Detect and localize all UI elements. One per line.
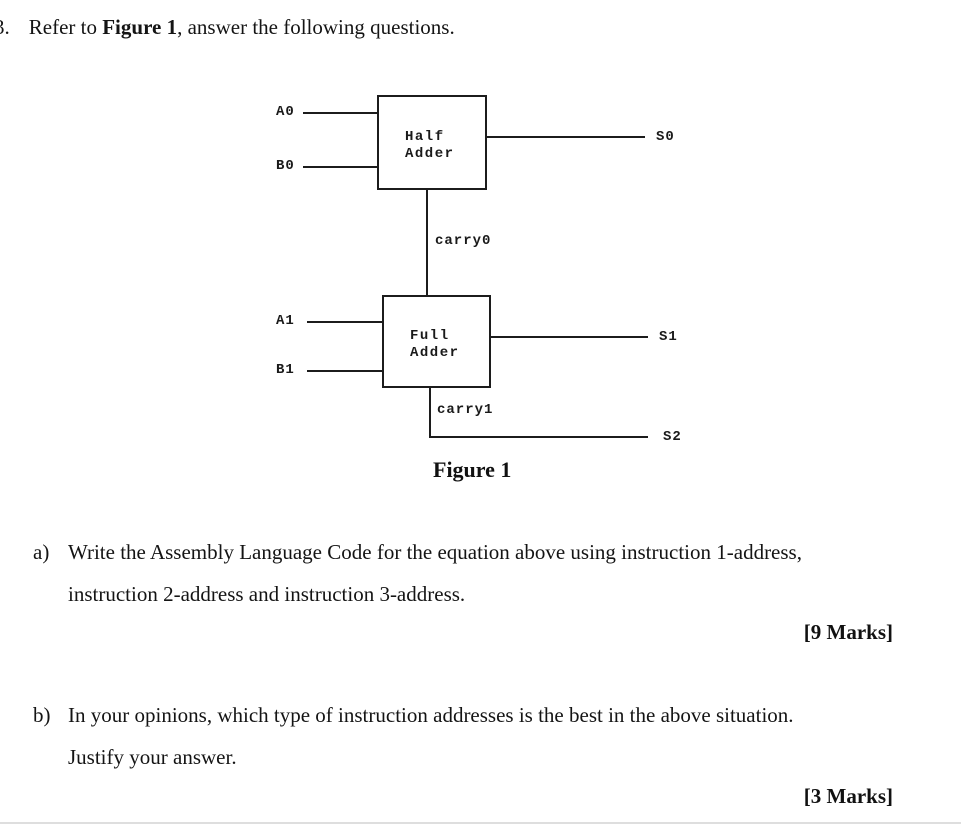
question-b-line-2: Justify your answer. — [68, 745, 237, 769]
question-a-marks: [9 Marks] — [803, 620, 893, 644]
half-adder-label: Half Adder — [405, 128, 455, 162]
wire-carry1 — [429, 388, 431, 438]
question-b-label: b) — [33, 703, 51, 727]
label-s1: S1 — [659, 329, 678, 345]
label-b1: B1 — [276, 362, 295, 378]
wire-a0 — [303, 112, 377, 114]
question-a-line-2: instruction 2-address and instruction 3-… — [68, 582, 466, 606]
label-a0: A0 — [276, 104, 295, 120]
label-b0: B0 — [276, 158, 295, 174]
header-text-before: Refer to — [28, 15, 103, 39]
label-a1: A1 — [276, 313, 295, 329]
page-edge-artifact — [0, 822, 961, 824]
question-a-line-1: Write the Assembly Language Code for the… — [68, 540, 802, 564]
wire-carry0 — [426, 190, 428, 295]
header-text-after: , answer the following questions. — [177, 15, 455, 39]
figure-caption: Figure 1 — [433, 457, 512, 482]
wire-a1 — [307, 321, 382, 323]
question-header: 3. Refer to Figure 1, answer the followin… — [0, 15, 455, 40]
wire-s1 — [489, 336, 648, 338]
wire-s2 — [429, 436, 648, 438]
question-b-line-1: In your opinions, which type of instruct… — [68, 703, 794, 727]
label-carry1: carry1 — [437, 402, 494, 418]
question-b-marks: [3 Marks] — [803, 784, 893, 808]
question-number: 3. — [0, 15, 10, 39]
half-adder-box: Half Adder — [377, 95, 487, 190]
label-carry0: carry0 — [435, 233, 492, 249]
full-adder-box: Full Adder — [382, 295, 491, 388]
question-a-label: a) — [33, 540, 50, 564]
full-adder-label: Full Adder — [410, 327, 460, 361]
figure-reference: Figure 1 — [102, 15, 178, 39]
wire-b0 — [303, 166, 377, 168]
label-s2: S2 — [663, 429, 682, 445]
label-s0: S0 — [656, 129, 675, 145]
wire-s0 — [485, 136, 645, 138]
wire-b1 — [307, 370, 382, 372]
